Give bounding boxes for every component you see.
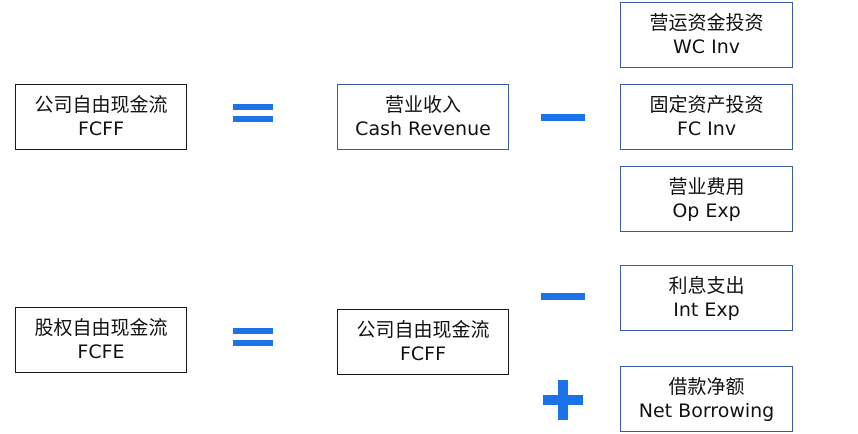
plus-sign-fcfe	[543, 380, 583, 420]
int-exp-label-en: Int Exp	[673, 299, 740, 321]
cash-revenue-label-en: Cash Revenue	[355, 118, 491, 140]
fcfe-label-en: FCFE	[77, 341, 125, 363]
op-exp-label-cn: 营业费用	[668, 176, 745, 198]
fcfe-box: 股权自由现金流 FCFE	[15, 307, 187, 373]
minus-sign-fcff	[541, 114, 585, 121]
wc-inv-box: 营运资金投资 WC Inv	[620, 2, 793, 68]
equals-sign-fcfe	[233, 328, 273, 348]
int-exp-label-cn: 利息支出	[668, 275, 745, 297]
net-borrowing-box: 借款净额 Net Borrowing	[620, 366, 793, 432]
fcff-term-box: 公司自由现金流 FCFF	[337, 309, 509, 375]
minus-sign-fcfe	[541, 293, 585, 300]
op-exp-label-en: Op Exp	[672, 200, 741, 222]
cash-revenue-label-cn: 营业收入	[384, 94, 461, 116]
wc-inv-label-en: WC Inv	[673, 36, 740, 58]
net-borrowing-label-cn: 借款净额	[668, 376, 745, 398]
equals-sign-fcff	[233, 104, 273, 124]
fcff-box: 公司自由现金流 FCFF	[15, 84, 187, 150]
op-exp-box: 营业费用 Op Exp	[620, 166, 793, 232]
fcfe-label-cn: 股权自由现金流	[34, 317, 168, 339]
fc-inv-label-cn: 固定资产投资	[649, 94, 764, 116]
fc-inv-label-en: FC Inv	[676, 118, 737, 140]
cash-revenue-box: 营业收入 Cash Revenue	[337, 84, 509, 150]
fcff-label-en: FCFF	[77, 118, 125, 140]
int-exp-box: 利息支出 Int Exp	[620, 265, 793, 331]
fcff-label-cn: 公司自由现金流	[34, 94, 168, 116]
fc-inv-box: 固定资产投资 FC Inv	[620, 84, 793, 150]
wc-inv-label-cn: 营运资金投资	[649, 12, 764, 34]
fcff-term-label-cn: 公司自由现金流	[356, 319, 490, 341]
net-borrowing-label-en: Net Borrowing	[638, 400, 775, 422]
fcff-term-label-en: FCFF	[399, 343, 447, 365]
